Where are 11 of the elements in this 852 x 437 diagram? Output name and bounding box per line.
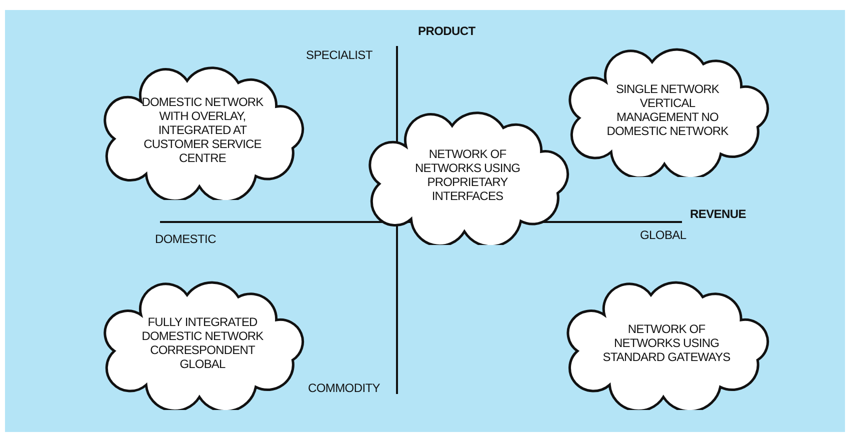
axis-end-label: SPECIALIST <box>306 48 372 62</box>
axis-end-label: COMMODITY <box>308 381 380 395</box>
cloud-text: NETWORK OF NETWORKS USING PROPRIETARY INTERFACES <box>414 147 522 203</box>
axis-title: REVENUE <box>690 207 746 221</box>
cloud-text: NETWORK OF NETWORKS USING STANDARD GATEWAYS <box>602 322 732 364</box>
cloud-text: FULLY INTEGRATED DOMESTIC NETWORK CORRESPONDENT GLOBAL <box>140 314 264 370</box>
axis-title: PRODUCT <box>418 24 476 38</box>
axis-end-label: DOMESTIC <box>155 232 216 246</box>
axis-end-label: GLOBAL <box>640 228 686 242</box>
cloud-text: DOMESTIC NETWORK WITH OVERLAY, INTEGRATED AT CUSTOMER SERVICE CENTRE <box>140 95 264 165</box>
cloud-text: SINGLE NETWORK VERTICAL MANAGEMENT NO DOMESTIC NETWORK <box>606 82 730 138</box>
